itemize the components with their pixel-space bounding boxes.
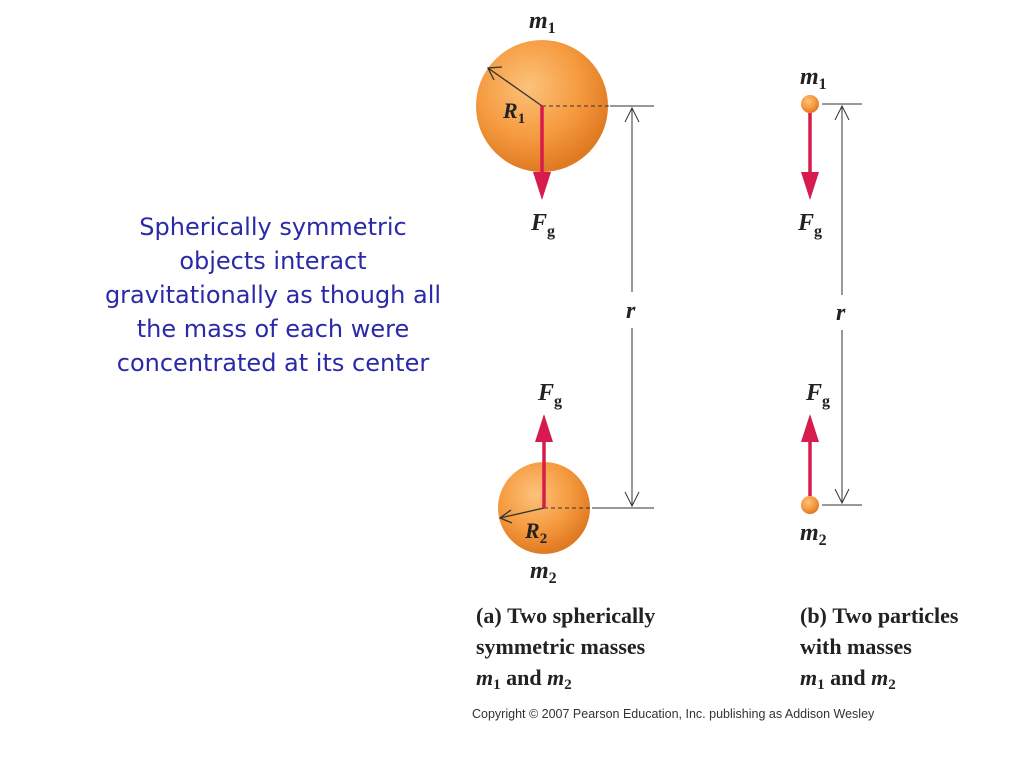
caption-b-line1: Two particles xyxy=(832,603,959,628)
gravitation-diagram: m1 R1 Fg r Fg R2 m2 m1 Fg r Fg m2 xyxy=(476,8,862,587)
caption-a-m2: m xyxy=(547,665,565,690)
caption-b-and: and xyxy=(830,665,866,690)
caption-a: (a) Two spherically symmetric masses m1 … xyxy=(476,600,655,701)
description-line: concentrated at its center xyxy=(116,349,430,377)
label-m2-b: m2 xyxy=(800,520,827,549)
label-m1-a: m1 xyxy=(529,8,556,37)
label-fg-top-b: Fg xyxy=(797,210,822,240)
radius-arrowhead-icon xyxy=(486,66,503,81)
description-line: objects interact xyxy=(179,247,367,275)
distance-arrowhead-icon xyxy=(624,106,640,123)
description-line: Spherically symmetric xyxy=(139,213,407,241)
label-m2-a: m2 xyxy=(530,558,557,587)
caption-a-line2: symmetric masses xyxy=(476,634,646,659)
label-r2: R2 xyxy=(524,518,547,547)
force-arrowhead-icon xyxy=(533,172,551,200)
caption-a-m1: m xyxy=(476,665,494,690)
caption-b-line2: with masses xyxy=(800,634,912,659)
caption-b-m1: m xyxy=(800,665,818,690)
description-line: gravitationally as though all xyxy=(104,281,442,309)
copyright-text: Copyright © 2007 Pearson Education, Inc.… xyxy=(472,707,875,721)
radius-line-r1 xyxy=(487,67,543,107)
particle-m2 xyxy=(801,496,819,514)
particle-m1 xyxy=(801,95,819,113)
caption-b-tag: (b) xyxy=(800,603,827,628)
caption-a-and: and xyxy=(506,665,542,690)
description-text: Spherically symmetric objects interact g… xyxy=(88,210,458,380)
force-arrowhead-icon xyxy=(801,414,819,442)
radius-arrowhead-icon xyxy=(498,509,513,524)
label-r1: R1 xyxy=(502,98,525,127)
force-arrowhead-icon xyxy=(535,414,553,442)
distance-arrowhead-icon xyxy=(834,488,850,505)
caption-b-sub1: 1 xyxy=(817,677,825,693)
caption-a-sub2: 2 xyxy=(564,677,572,693)
caption-b-m2: m xyxy=(871,665,889,690)
distance-arrowhead-icon xyxy=(624,491,640,508)
caption-b: (b) Two particles with masses m1 and m2 xyxy=(800,600,958,701)
description-line: the mass of each were xyxy=(136,315,410,343)
radius-line-r2 xyxy=(499,507,545,519)
caption-a-line1: Two spherically xyxy=(507,603,656,628)
caption-a-sub1: 1 xyxy=(493,677,501,693)
caption-a-tag: (a) xyxy=(476,603,502,628)
distance-arrowhead-icon xyxy=(834,104,850,121)
label-fg-bottom-a: Fg xyxy=(537,380,562,410)
label-r-a: r xyxy=(626,298,636,324)
label-fg-top-a: Fg xyxy=(530,210,555,240)
label-m1-b: m1 xyxy=(800,64,827,93)
label-fg-bottom-b: Fg xyxy=(805,380,830,410)
caption-b-sub2: 2 xyxy=(888,677,896,693)
label-r-b: r xyxy=(836,300,846,326)
force-arrowhead-icon xyxy=(801,172,819,200)
